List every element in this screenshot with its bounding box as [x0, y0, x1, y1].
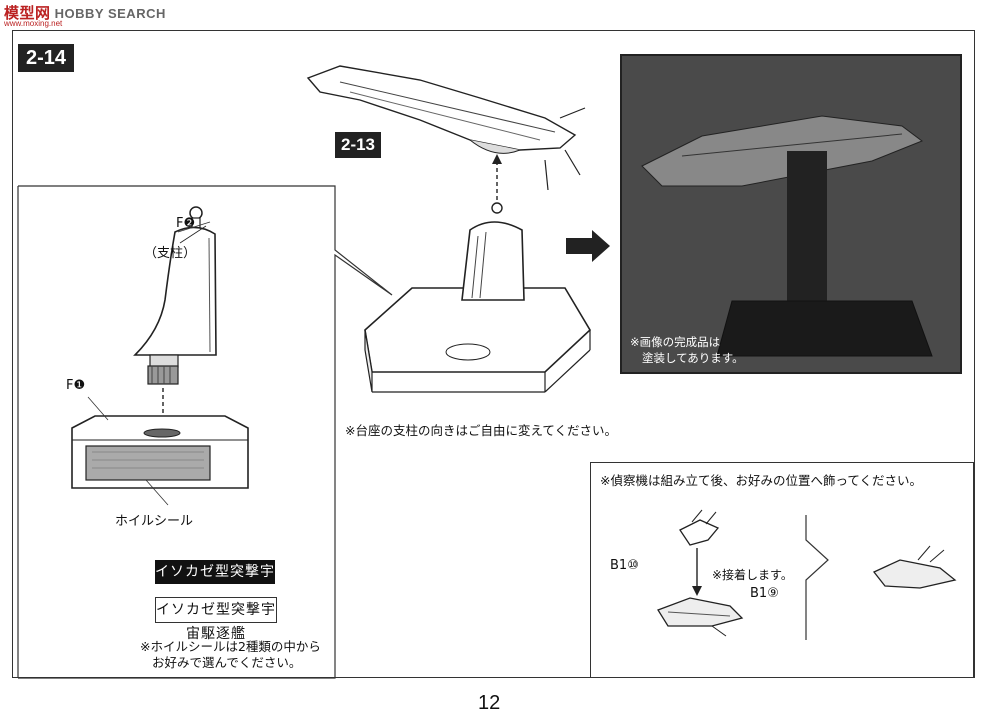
ship-name-sticker-dark: イソカゼ型突撃宇宙駆逐艦 [155, 560, 275, 604]
pillar-direction-note: ※台座の支柱の向きはご自由に変えてください。 [345, 423, 617, 438]
photo-note-line1: ※画像の完成品は [630, 335, 721, 349]
watermark-logo: 模型网 [4, 5, 51, 22]
leader-f1 [87, 396, 109, 421]
recon-divider [805, 515, 829, 640]
sticker-note-line2: お好みで選んでください。 [152, 655, 302, 670]
recon-subsection [590, 462, 974, 678]
finished-model-photo: ※画像の完成品は 塗装してあります。 [620, 54, 962, 374]
sticker-note-line1: ※ホイルシールは2種類の中から [140, 639, 321, 654]
base-part-f1 [71, 415, 249, 489]
ship-name-sticker-light: イソカゼ型突撃宇宙駆逐艦 [155, 597, 277, 642]
watermark-url: www.moxing.net [4, 19, 63, 28]
part-f2-label: F❷ [176, 216, 196, 231]
callout-frame [18, 185, 393, 679]
watermark: 模型网 HOBBY SEARCH [4, 2, 166, 23]
recon-b1-10-label: B1⑩ [610, 558, 639, 573]
pillar-part-f2 [133, 206, 217, 385]
assembled-stand [364, 202, 592, 393]
recon-part-b1-9 [657, 597, 744, 637]
leader-sticker [145, 479, 169, 506]
foil-sticker-label: ホイルシール [115, 514, 194, 529]
recon-part-b1-10 [679, 509, 720, 546]
photo-image [622, 56, 960, 372]
photo-note-line2: 塗装してあります。 [642, 351, 744, 365]
next-step-arrow [566, 230, 610, 262]
recon-b1-9-label: B1⑨ [750, 586, 779, 601]
glue-note: ※接着します。 [712, 568, 793, 582]
recon-assembled [872, 545, 957, 589]
leader-f2 [177, 221, 211, 233]
part-f1-label: F❶ [66, 378, 86, 393]
page-number: 12 [478, 692, 501, 714]
recon-placement-note: ※偵察機は組み立て後、お好みの位置へ飾ってください。 [600, 473, 922, 488]
ship-drawing [306, 65, 586, 191]
watermark-site: HOBBY SEARCH [54, 6, 166, 21]
reference-step-badge: 2-13 [335, 132, 381, 158]
step-number-badge: 2-14 [18, 44, 74, 72]
part-f2-name: （支柱） [144, 246, 197, 261]
photo-note: ※画像の完成品は 塗装してあります。 [630, 334, 744, 366]
